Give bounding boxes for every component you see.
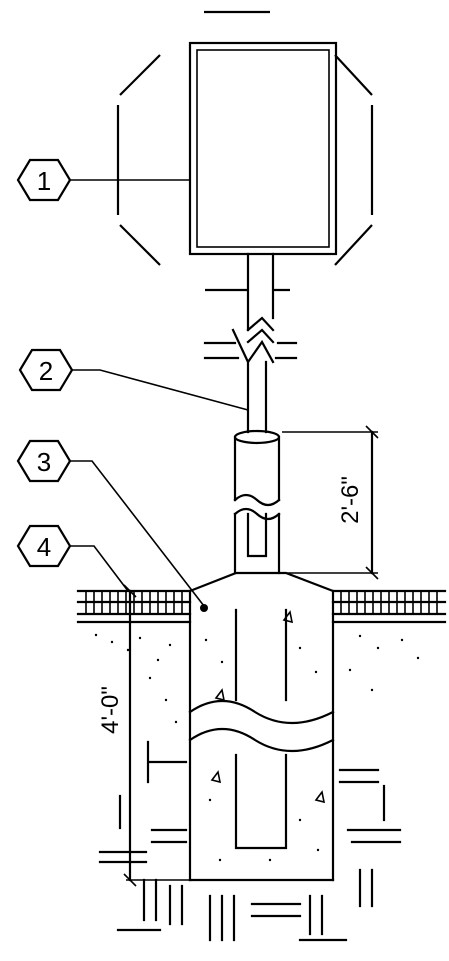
upper-post xyxy=(203,252,298,434)
sign-octagon-outline xyxy=(116,10,374,292)
dimension-text-post-height: 2'-6" xyxy=(337,476,364,524)
callout-4-label: 4 xyxy=(37,532,51,562)
gravel-base-hatching xyxy=(98,740,402,942)
post-sleeve xyxy=(233,429,281,575)
callout-2-label: 2 xyxy=(39,356,53,386)
callout-leaders xyxy=(70,179,249,607)
callout-2: 2 xyxy=(18,348,74,392)
sign-panel xyxy=(188,41,338,256)
callout-3: 3 xyxy=(16,439,72,483)
callout-4: 4 xyxy=(16,524,72,568)
callout-1-label: 1 xyxy=(37,166,51,196)
concrete-footing xyxy=(188,571,335,882)
dimension-post-height xyxy=(282,425,379,580)
dimension-footing-depth xyxy=(123,584,190,887)
callout-1: 1 xyxy=(16,158,72,202)
ground-surface-left xyxy=(76,589,192,624)
callout-3-label: 3 xyxy=(37,447,51,477)
dimension-text-footing-depth: 4'-0" xyxy=(97,686,124,734)
soil-speckle xyxy=(94,633,420,862)
ground-surface-right xyxy=(331,589,447,624)
